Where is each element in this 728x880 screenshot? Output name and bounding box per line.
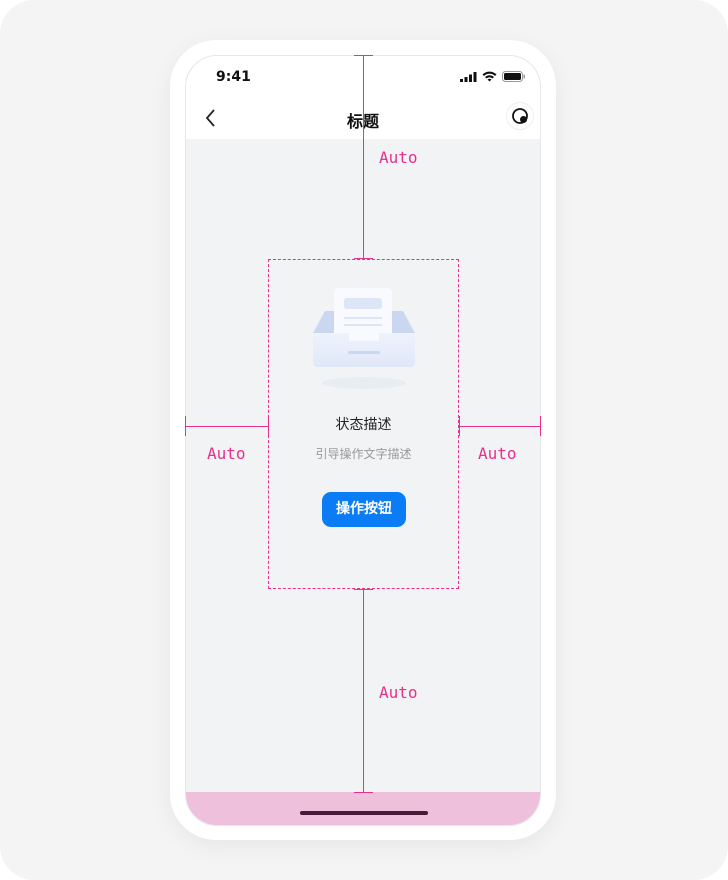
spacing-line-left: [185, 426, 268, 427]
page-title: 标题: [346, 112, 379, 131]
mini-program-capsule-button[interactable]: [506, 102, 534, 130]
spacing-line-right: [459, 426, 540, 427]
empty-state-bounds: [268, 259, 459, 589]
spacing-tick: [354, 258, 373, 259]
primary-action-button[interactable]: 操作按钮: [322, 492, 406, 527]
spacing-tick: [354, 792, 373, 793]
empty-state-description: 引导操作文字描述: [315, 447, 412, 461]
spacing-label-top: Auto: [379, 148, 418, 167]
spacing-label-left: Auto: [207, 444, 246, 463]
spacing-label-bottom: Auto: [379, 683, 418, 702]
spacing-label-right: Auto: [478, 444, 517, 463]
status-time: 9:41: [216, 69, 251, 85]
home-indicator: [300, 811, 428, 815]
home-indicator-area: [186, 792, 540, 825]
back-icon[interactable]: [204, 107, 218, 129]
spacing-line-bottom: [363, 589, 364, 793]
record-icon: [512, 108, 528, 124]
spacing-tick: [354, 589, 373, 590]
spacing-tick: [185, 416, 186, 436]
spacing-line-top: [363, 55, 364, 259]
battery-icon: [502, 71, 525, 82]
signal-icon: [460, 71, 477, 82]
spacing-tick: [459, 416, 460, 436]
spacing-tick: [540, 416, 541, 436]
spacing-tick: [354, 55, 373, 56]
empty-state-title: 状态描述: [335, 417, 392, 433]
wifi-icon: [482, 71, 497, 82]
empty-inbox-illustration: [313, 288, 415, 389]
